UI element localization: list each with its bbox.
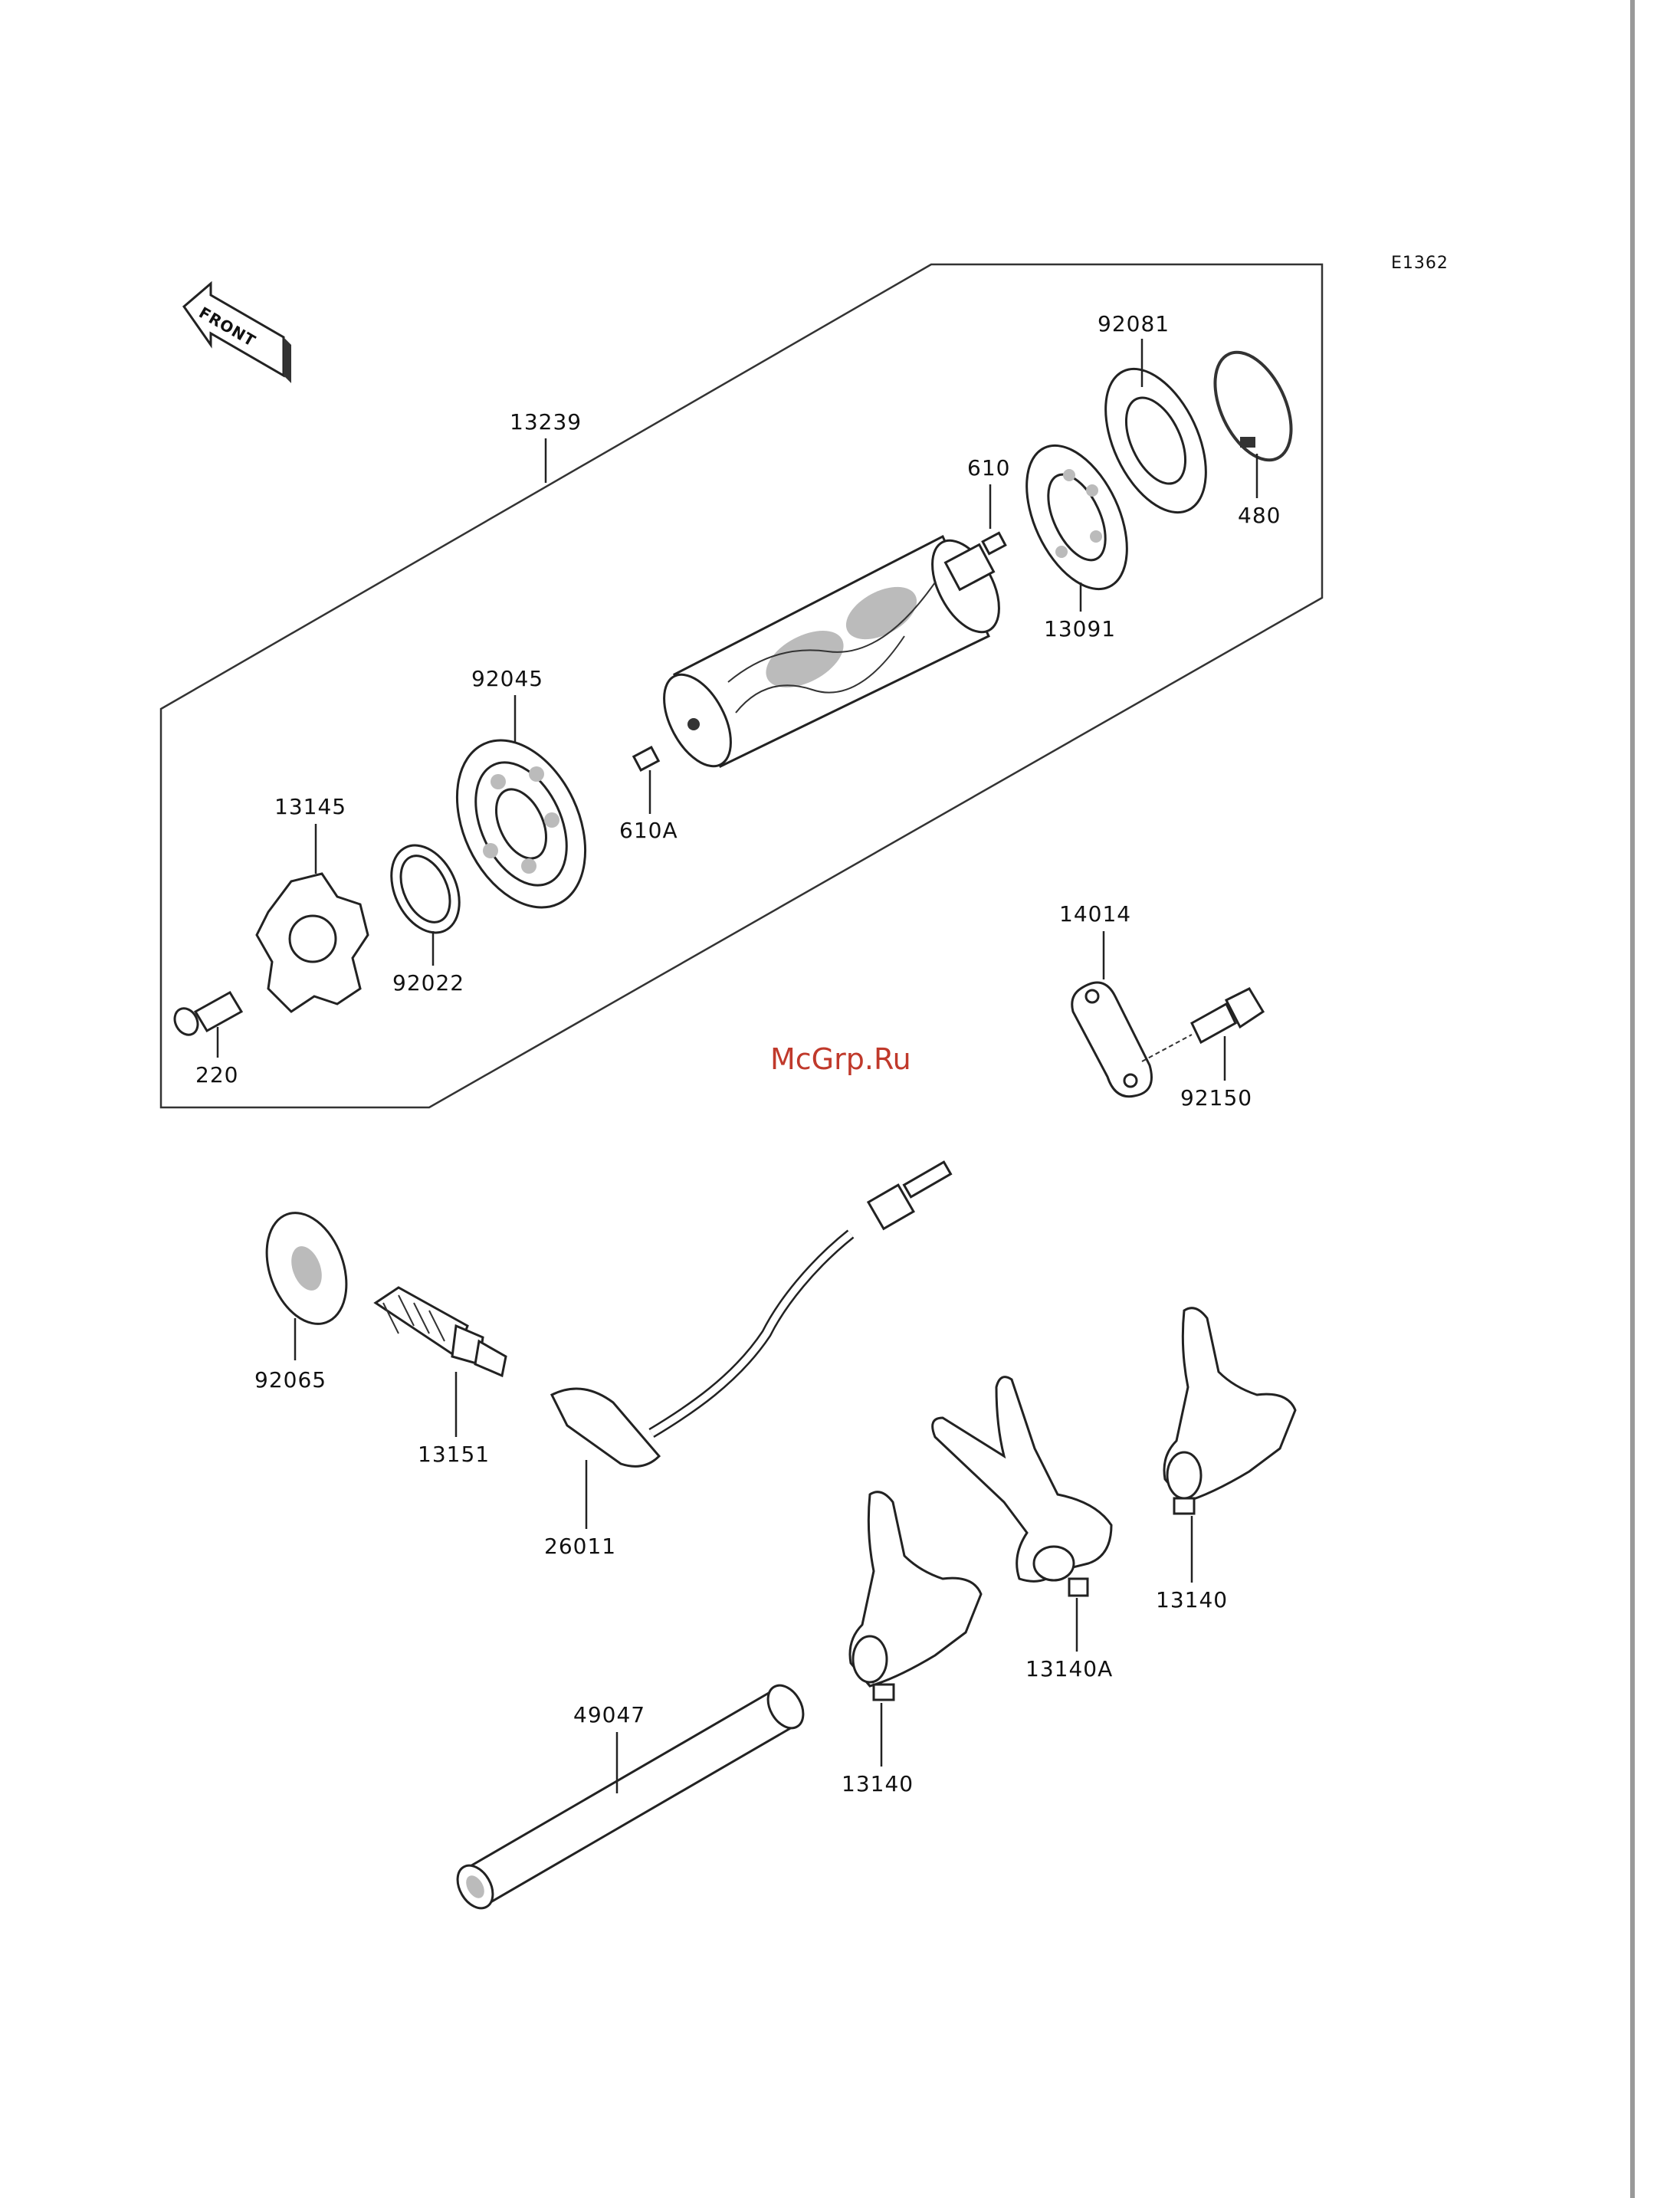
ring-92022 — [378, 835, 472, 944]
part-label-13091: 13091 — [1044, 616, 1116, 641]
front-arrow-icon: FRONT — [184, 284, 291, 383]
part-label-49047: 49047 — [573, 1702, 645, 1727]
pin-610 — [983, 533, 1006, 553]
part-label-92045: 92045 — [471, 666, 543, 691]
part-label-13239: 13239 — [510, 409, 582, 435]
part-label-13140A: 13140A — [1025, 1656, 1113, 1681]
pin-610A — [634, 747, 658, 770]
part-label-610: 610 — [967, 455, 1010, 481]
part-label-13140-left: 13140 — [842, 1771, 914, 1796]
switch-13151 — [376, 1288, 506, 1376]
fork-13140-right — [1164, 1308, 1295, 1514]
part-label-13151: 13151 — [418, 1442, 490, 1467]
circlip-480 — [1199, 340, 1307, 471]
part-label-92022: 92022 — [392, 970, 464, 996]
diagram-code: E1362 — [1391, 254, 1449, 273]
part-label-220: 220 — [195, 1062, 238, 1088]
part-label-92150: 92150 — [1180, 1085, 1252, 1110]
washer-92065 — [252, 1202, 361, 1335]
fork-13140-left — [850, 1492, 981, 1700]
bolt-92150 — [1142, 989, 1263, 1061]
part-label-26011: 26011 — [544, 1534, 616, 1559]
part-label-610A: 610A — [619, 818, 678, 843]
part-label-480: 480 — [1238, 503, 1281, 528]
part-label-14014: 14014 — [1059, 901, 1131, 927]
part-label-13140-right: 13140 — [1156, 1587, 1228, 1612]
watermark: McGrp.Ru — [770, 1042, 911, 1076]
star-holder-13145 — [257, 874, 368, 1012]
fork-13140A — [933, 1377, 1111, 1596]
shift-drum — [651, 530, 1013, 777]
part-label-13145: 13145 — [274, 794, 346, 819]
part-label-92081: 92081 — [1098, 311, 1170, 336]
wire-lead-26011 — [552, 1162, 950, 1466]
bolt-220 — [170, 992, 241, 1038]
part-label-92065: 92065 — [254, 1367, 326, 1393]
plate-14014 — [1072, 983, 1152, 1097]
